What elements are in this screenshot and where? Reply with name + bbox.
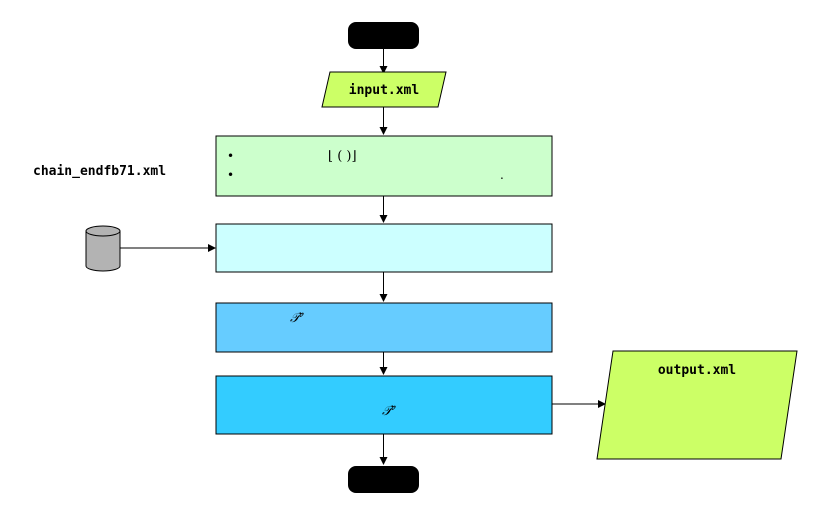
step4-transfer-superscript: ν <box>391 403 396 412</box>
step1-line-2-glyphs: . <box>500 168 504 182</box>
step3-box <box>215 302 553 353</box>
step3-transfer-superscript: ν <box>299 310 304 319</box>
step1-box <box>215 135 553 197</box>
step1-bullet-1: • <box>227 149 234 163</box>
input-parallelogram <box>321 71 447 108</box>
step1-line-1-glyphs: ⌊ ( )⌋ <box>328 149 357 164</box>
step4-box <box>215 375 553 435</box>
database-icon <box>85 225 121 272</box>
output-parallelogram <box>596 350 798 460</box>
step2-box <box>215 223 553 273</box>
end-terminator <box>348 466 419 493</box>
step1-bullet-2: • <box>227 168 234 182</box>
output-label: output.xml <box>658 363 736 378</box>
chain-file-label: chain_endfb71.xml <box>33 164 166 179</box>
input-label: input.xml <box>349 83 419 98</box>
start-terminator <box>348 22 419 49</box>
